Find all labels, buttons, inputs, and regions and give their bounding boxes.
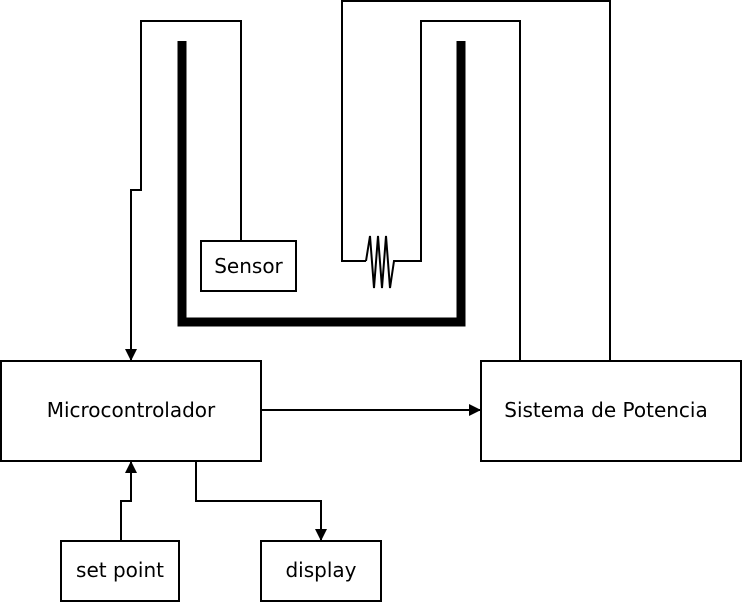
heater-wire-right [398, 20, 521, 361]
power-system-block: Sistema de Potencia [480, 360, 742, 462]
tank-container [177, 41, 466, 327]
sensor-to-microcontroller-wire [125, 20, 242, 361]
setpoint-to-microcontroller-arrow [120, 461, 137, 541]
microcontroller-to-display-arrow [195, 461, 327, 541]
heater-resistor [365, 235, 398, 289]
heater-wire-left [341, 0, 611, 361]
display-label: display [285, 558, 356, 582]
sensor-label: Sensor [214, 254, 283, 278]
power-system-label: Sistema de Potencia [504, 398, 708, 422]
set-point-label: set point [76, 558, 164, 582]
display-block: display [260, 540, 382, 602]
microcontroller-label: Microcontrolador [47, 398, 216, 422]
microcontroller-block: Microcontrolador [0, 360, 262, 462]
set-point-block: set point [60, 540, 180, 602]
sensor-block: Sensor [200, 240, 297, 292]
